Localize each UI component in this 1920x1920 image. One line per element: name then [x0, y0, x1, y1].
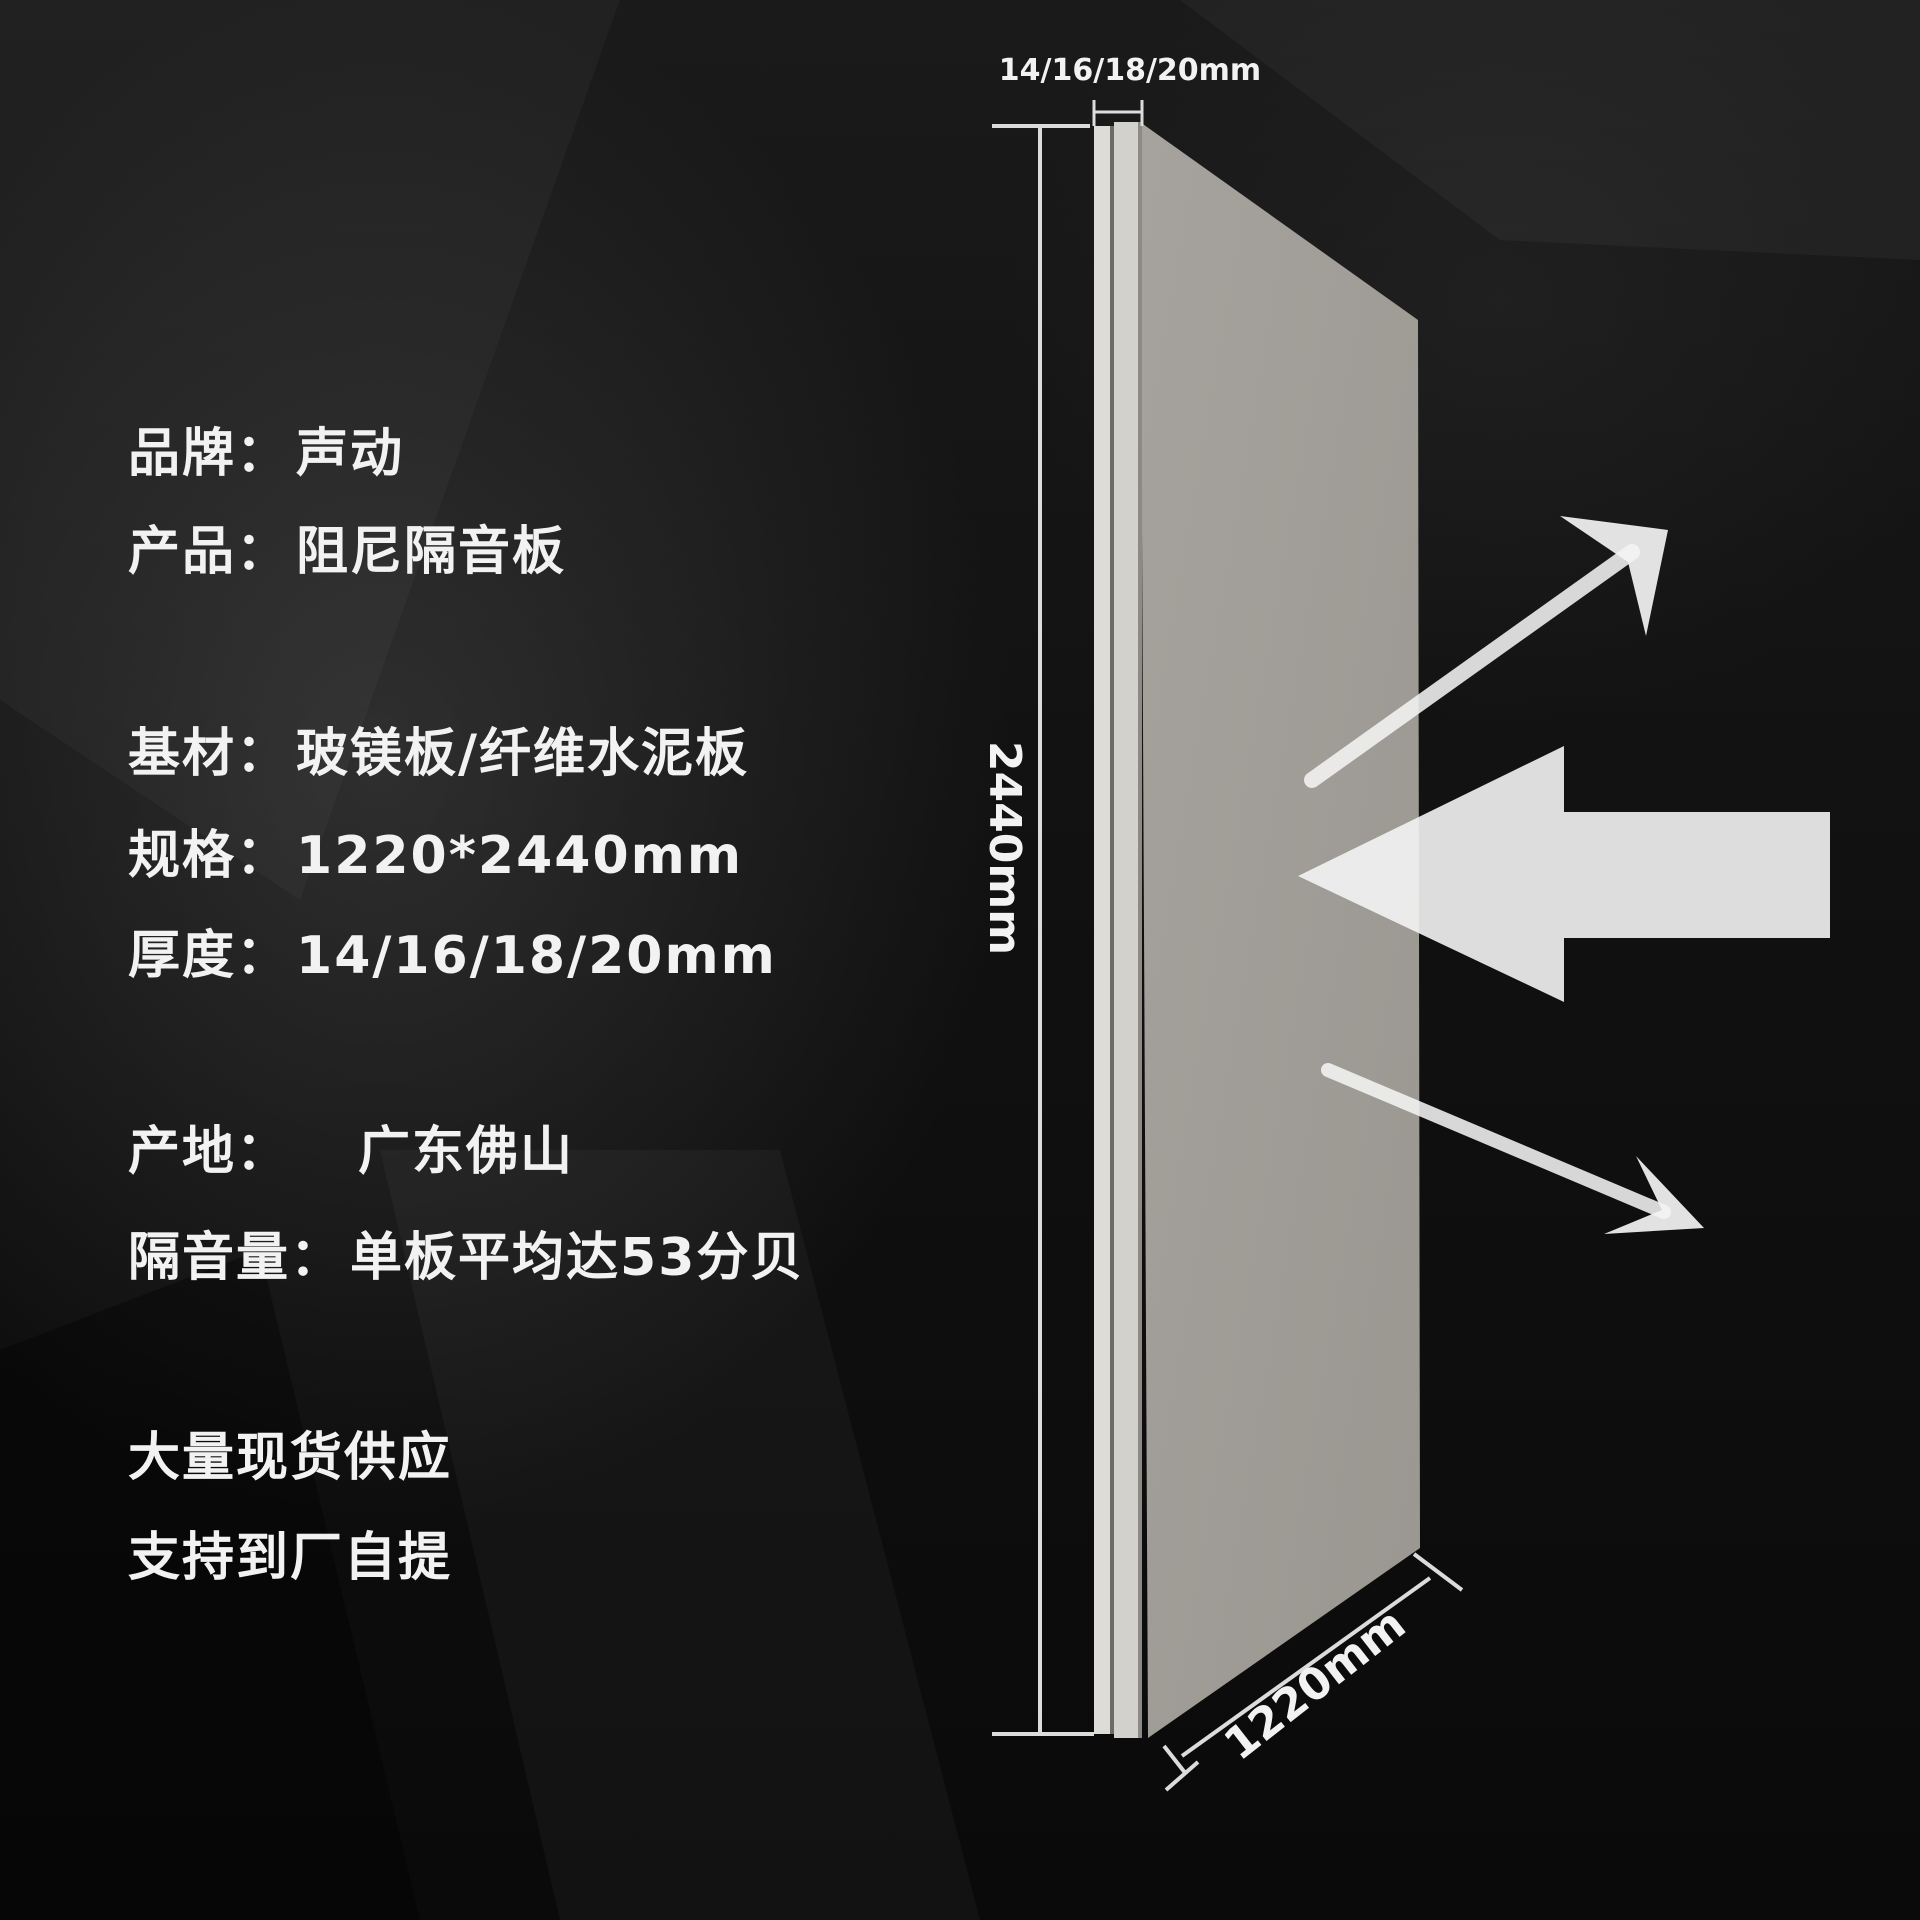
- incoming-sound-arrow: [1298, 746, 1830, 1002]
- width-dimension: [1162, 1552, 1464, 1792]
- spec-isolation: 隔音量：单板平均达53分贝: [128, 1228, 804, 1288]
- reflected-sound-arrow-down: [1321, 1063, 1704, 1234]
- brand-value: 声动: [296, 424, 405, 484]
- thickness-value: 14/16/18/20mm: [296, 926, 777, 986]
- size-label: 规格：: [128, 826, 291, 886]
- thickness-label: 厚度：: [128, 926, 291, 986]
- isolation-label: 隔音量：: [128, 1228, 345, 1288]
- spec-origin: 产地： 广东佛山: [128, 1122, 574, 1182]
- origin-value: 广东佛山: [358, 1122, 575, 1182]
- product-value: 阻尼隔音板: [296, 522, 567, 582]
- panel-edge-back: [1094, 126, 1110, 1734]
- base-label: 基材：: [128, 724, 291, 784]
- panel-edge-front: [1114, 122, 1142, 1738]
- brand-label: 品牌：: [128, 424, 291, 484]
- product-label: 产品：: [128, 522, 291, 582]
- spec-product: 产品：阻尼隔音板: [128, 522, 566, 582]
- height-dimension-label: 2440mm: [979, 741, 1030, 955]
- thickness-dimension: [1092, 100, 1144, 126]
- height-dimension: [992, 124, 1094, 1736]
- spec-size: 规格：1220*2440mm: [128, 826, 743, 886]
- base-value: 玻镁板/纤维水泥板: [296, 724, 750, 784]
- note-pickup: 支持到厂自提: [128, 1528, 453, 1588]
- isolation-value: 单板平均达53分贝: [350, 1228, 805, 1288]
- spec-brand: 品牌：声动: [128, 424, 404, 484]
- size-value: 1220*2440mm: [296, 826, 744, 886]
- spec-thickness: 厚度：14/16/18/20mm: [128, 926, 777, 986]
- panel-edge-gap: [1110, 126, 1114, 1734]
- origin-label: 产地：: [128, 1122, 291, 1182]
- reflected-sound-arrow-up: [1304, 516, 1668, 788]
- spec-base: 基材：玻镁板/纤维水泥板: [128, 724, 749, 784]
- panel-face: [1140, 122, 1420, 1738]
- note-stock: 大量现货供应: [128, 1428, 453, 1488]
- thickness-dimension-label: 14/16/18/20mm: [999, 53, 1261, 88]
